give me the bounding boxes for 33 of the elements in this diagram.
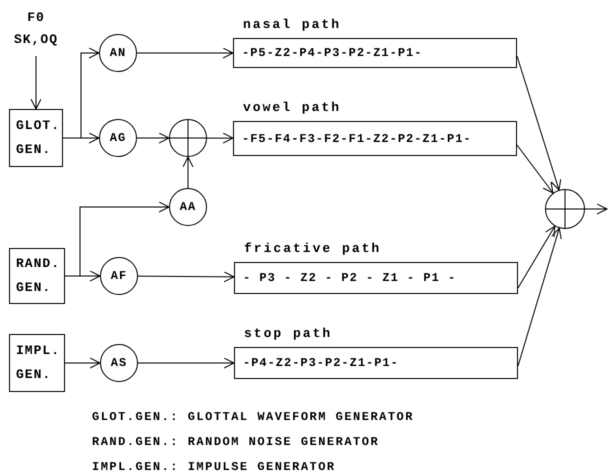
arrow <box>584 204 608 214</box>
filter-box: -F5-F4-F3-F2-F1-Z2-P2-Z1-P1- <box>233 121 517 156</box>
generator-box: IMPL. GEN. <box>9 334 65 392</box>
arrow <box>138 358 234 368</box>
arrow <box>518 226 556 288</box>
filter-box: - P3 - Z2 - P2 - Z1 - P1 - <box>234 262 518 294</box>
abbreviation-note: GLOT.GEN.: GLOTTAL WAVEFORM GENERATOR <box>92 409 414 426</box>
filter-box: -P4-Z2-P3-P2-Z1-P1- <box>234 347 518 379</box>
arrow <box>182 156 194 188</box>
generator-box: RAND. GEN. <box>9 248 65 304</box>
path-heading: nasal path <box>243 16 342 34</box>
arrow <box>138 271 234 282</box>
abbreviation-note: RAND.GEN.: RANDOM NOISE GENERATOR <box>92 434 380 451</box>
generator-box: GLOT. GEN. <box>9 109 63 167</box>
arrow <box>136 132 170 144</box>
arrow <box>518 228 562 366</box>
parameter-label: SK,OQ <box>14 32 58 48</box>
arrow <box>516 56 562 190</box>
arrow <box>136 48 234 58</box>
summing-junction <box>545 189 585 229</box>
arrow <box>64 270 100 282</box>
arrow <box>206 132 234 144</box>
arrow <box>30 56 42 110</box>
summing-junction <box>169 119 207 157</box>
arrow <box>62 132 100 144</box>
arrow <box>64 358 100 368</box>
abbreviation-note: IMPL.GEN.: IMPULSE GENERATOR <box>92 459 337 476</box>
path-heading: vowel path <box>243 99 342 117</box>
filter-box: -P5-Z2-P4-P3-P2-Z1-P1- <box>233 38 517 68</box>
parameter-label: F0 <box>27 10 45 26</box>
path-heading: fricative path <box>244 240 382 258</box>
path-heading: stop path <box>244 325 332 343</box>
arrow <box>516 144 554 194</box>
